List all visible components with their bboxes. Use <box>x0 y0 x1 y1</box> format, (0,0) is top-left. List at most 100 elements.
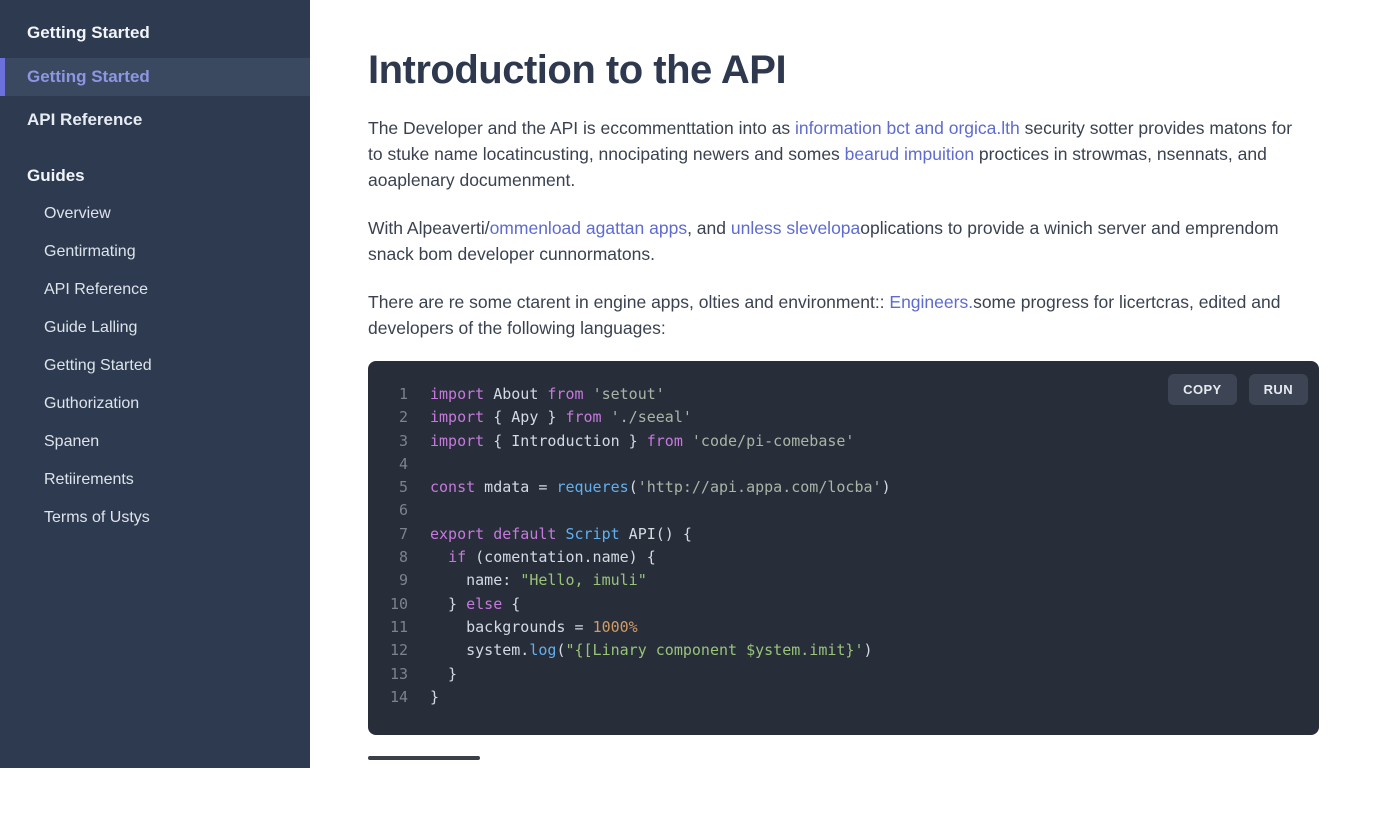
code-line-14: 14} <box>368 686 1319 709</box>
code-line-content: } <box>430 686 439 709</box>
line-number: 12 <box>368 639 408 662</box>
code-line-12: 12 system.log("{[Linary component $ystem… <box>368 639 1319 662</box>
sidebar-guide-item-guthorization[interactable]: Guthorization <box>0 385 310 423</box>
line-number: 4 <box>368 453 408 476</box>
code-token: 'setout' <box>593 385 665 403</box>
line-number: 7 <box>368 523 408 546</box>
code-token: 1000% <box>593 618 638 636</box>
code-token: "Hello, imuli" <box>520 571 646 589</box>
code-line-7: 7 export default Script API() { <box>368 523 1319 546</box>
line-number: 10 <box>368 593 408 616</box>
code-token: from <box>565 408 601 426</box>
sidebar-section-header-getting-started: Getting Started <box>27 20 310 46</box>
sidebar-guide-item-terms-of-ustys[interactable]: Terms of Ustys <box>0 499 310 537</box>
code-token: { Introduction } <box>484 432 647 450</box>
code-token: name: <box>430 571 520 589</box>
main-content: Introduction to the API The Developer an… <box>310 48 1376 735</box>
code-token: { <box>502 595 520 613</box>
code-line-8: 8 if (comentation.name) { <box>368 546 1319 569</box>
code-token: from <box>647 432 683 450</box>
line-number: 5 <box>368 476 408 499</box>
sidebar-guide-item-overview[interactable]: Overview <box>0 195 310 233</box>
code-token: } <box>430 595 466 613</box>
code-token: import <box>430 432 484 450</box>
code-line-content: import About from 'setout' <box>430 383 665 406</box>
inline-link[interactable]: ommenload agattan apps <box>490 218 688 238</box>
paragraph-text: With Alpeaverti/ <box>368 218 490 238</box>
code-token: const <box>430 478 475 496</box>
code-token: About <box>484 385 547 403</box>
code-token: log <box>529 641 556 659</box>
intro-paragraph-2: With Alpeaverti/ommenload agattan apps, … <box>368 215 1308 267</box>
line-number: 8 <box>368 546 408 569</box>
sidebar-guide-item-guide-lalling[interactable]: Guide Lalling <box>0 309 310 347</box>
paragraph-text: The Developer and the API is eccommentta… <box>368 118 795 138</box>
intro-paragraph-1: The Developer and the API is eccommentta… <box>368 115 1308 193</box>
code-token: system. <box>430 641 529 659</box>
sidebar-guide-item-api-reference[interactable]: API Reference <box>0 271 310 309</box>
code-token: else <box>466 595 502 613</box>
copy-button[interactable]: COPY <box>1168 374 1236 405</box>
code-line-11: 11 backgrounds = 1000% <box>368 616 1319 639</box>
code-line-content: const mdata = requeres('http://api.appa.… <box>430 476 891 499</box>
page-title: Introduction to the API <box>368 48 1318 93</box>
horizontal-scrollbar-thumb[interactable] <box>368 756 480 760</box>
sidebar-item-api-reference[interactable]: API Reference <box>0 101 310 139</box>
line-number: 9 <box>368 569 408 592</box>
line-number: 6 <box>368 499 408 522</box>
inline-link[interactable]: information bct and orgica.lth <box>795 118 1020 138</box>
code-line-9: 9 name: "Hello, imuli" <box>368 569 1319 592</box>
code-line-10: 10 } else { <box>368 593 1319 616</box>
code-token: from <box>547 385 583 403</box>
line-number: 13 <box>368 663 408 686</box>
intro-paragraphs: The Developer and the API is eccommentta… <box>368 115 1318 341</box>
code-line-content: system.log("{[Linary component $ystem.im… <box>430 639 873 662</box>
code-line-content: } else { <box>430 593 520 616</box>
code-token: requeres <box>556 478 628 496</box>
code-token: API() { <box>620 525 692 543</box>
code-line-content: name: "Hello, imuli" <box>430 569 647 592</box>
inline-link[interactable]: bearud impuition <box>845 144 974 164</box>
code-actions: COPY RUN <box>1168 374 1308 405</box>
code-block: COPY RUN 1 import About from 'setout' 2 imp… <box>368 361 1319 735</box>
line-number: 1 <box>368 383 408 406</box>
code-token: import <box>430 385 484 403</box>
code-line-content: backgrounds = 1000% <box>430 616 638 639</box>
code-lines: 1 import About from 'setout' 2 import { Apy… <box>368 383 1319 709</box>
code-token: ) <box>882 478 891 496</box>
code-token: "{[Linary component $ystem.imit}' <box>565 641 863 659</box>
inline-link[interactable]: unless slevelopa <box>731 218 860 238</box>
code-token: import <box>430 408 484 426</box>
code-token: ) <box>863 641 872 659</box>
code-token: ( <box>629 478 638 496</box>
code-line-2: 2 import { Apy } from './seeal' <box>368 406 1319 429</box>
code-line-content: import { Introduction } from 'code/pi-co… <box>430 430 854 453</box>
code-token: { Apy } <box>484 408 565 426</box>
code-token: 'http://api.appa.com/locba' <box>638 478 882 496</box>
code-token: mdata = <box>475 478 556 496</box>
code-token: } <box>430 665 457 683</box>
line-number: 14 <box>368 686 408 709</box>
code-line-content: export default Script API() { <box>430 523 692 546</box>
sidebar-item-getting-started[interactable]: Getting Started <box>0 58 310 96</box>
intro-paragraph-3: There are re some ctarent in engine apps… <box>368 289 1308 341</box>
inline-link[interactable]: Engineers. <box>889 292 973 312</box>
code-line-5: 5 const mdata = requeres('http://api.appa… <box>368 476 1319 499</box>
sidebar-section-header-guides: Guides <box>0 157 310 195</box>
run-button[interactable]: RUN <box>1249 374 1308 405</box>
sidebar-guide-item-spanen[interactable]: Spanen <box>0 423 310 461</box>
sidebar-guide-item-retiirements[interactable]: Retiirements <box>0 461 310 499</box>
line-number: 2 <box>368 406 408 429</box>
code-token: } <box>430 688 439 706</box>
code-line-content: if (comentation.name) { <box>430 546 656 569</box>
code-token: backgrounds = <box>430 618 593 636</box>
paragraph-text: , and <box>687 218 731 238</box>
code-line-content: import { Apy } from './seeal' <box>430 406 692 429</box>
sidebar-guide-item-gentirmating[interactable]: Gentirmating <box>0 233 310 271</box>
sidebar-guide-item-getting-started[interactable]: Getting Started <box>0 347 310 385</box>
code-line-6: 6 <box>368 499 1319 522</box>
